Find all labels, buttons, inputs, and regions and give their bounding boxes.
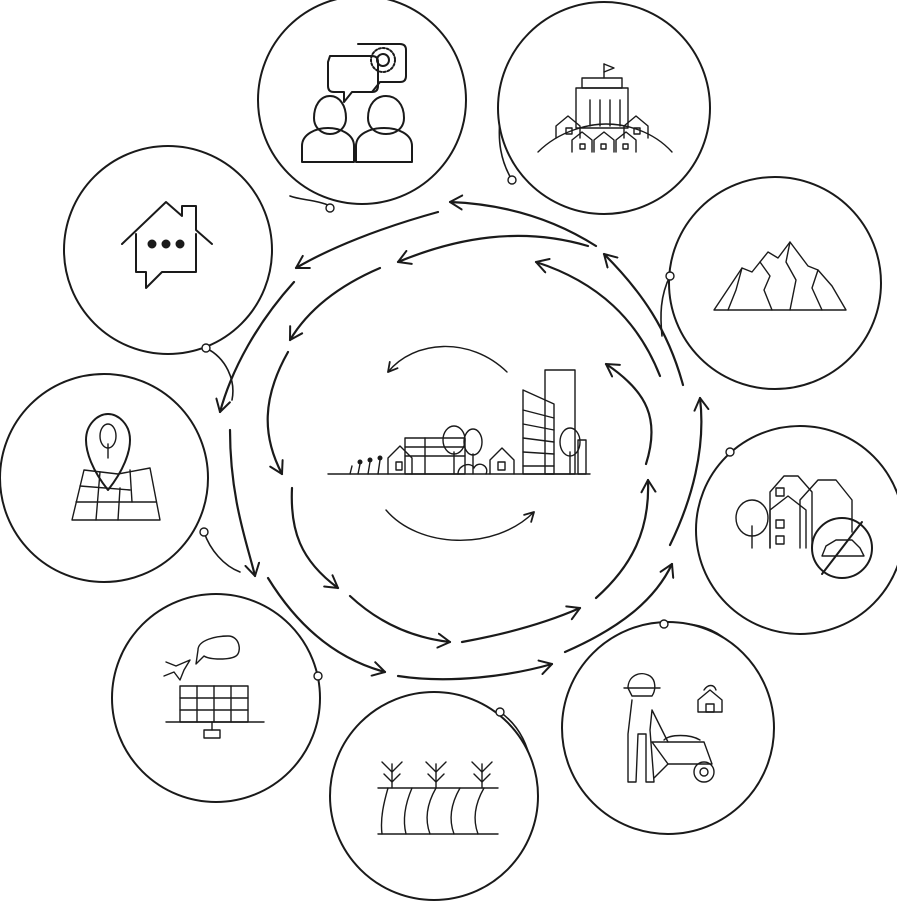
flow-arrow (396, 234, 590, 265)
houses-no-car-icon (735, 475, 873, 579)
flow-arrow (460, 605, 582, 644)
inner-flow-arrow (385, 509, 535, 541)
node-solar-nature (111, 593, 323, 803)
flow-arrow (604, 362, 653, 466)
flow-arrow (668, 396, 710, 547)
flow-arrow (215, 280, 296, 414)
flow-arrow (266, 350, 290, 476)
node-land-map (0, 373, 241, 583)
people-speech-icon (301, 43, 413, 163)
node-farm-field (329, 691, 539, 901)
flow-arrow (602, 252, 685, 387)
solar-panel-bird-icon (163, 635, 265, 739)
node-community-dialogue (257, 0, 467, 213)
inner-flow-arrow (387, 345, 508, 373)
node-car-free-housing (695, 425, 897, 635)
flow-arrow (348, 594, 452, 649)
crop-field-icon (377, 761, 499, 835)
flow-arrow (594, 478, 657, 600)
node-farmer (561, 619, 775, 835)
node-connector (203, 531, 241, 573)
node-mountains (660, 176, 882, 390)
node-house-chat (63, 145, 273, 401)
flow-arrow (563, 562, 675, 654)
flow-arrow (228, 428, 261, 578)
flow-arrow (290, 486, 340, 590)
flow-arrows (215, 194, 710, 681)
flow-arrow (448, 194, 598, 248)
flow-arrow (534, 258, 662, 378)
flow-arrow (294, 210, 440, 270)
node-connector (660, 275, 671, 337)
city-hall-houses-icon (537, 63, 673, 153)
farmer-wheelbarrow-icon (623, 672, 723, 783)
flow-arrow (396, 659, 554, 681)
mountains-icon (713, 241, 847, 311)
flow-arrow (266, 576, 387, 677)
house-chat-icon (121, 201, 213, 289)
city-skyline-icon (327, 369, 591, 475)
flow-arrow (288, 266, 382, 342)
node-civic-building (497, 1, 711, 215)
map-pin-icon (71, 413, 161, 521)
node-connector (205, 347, 234, 401)
